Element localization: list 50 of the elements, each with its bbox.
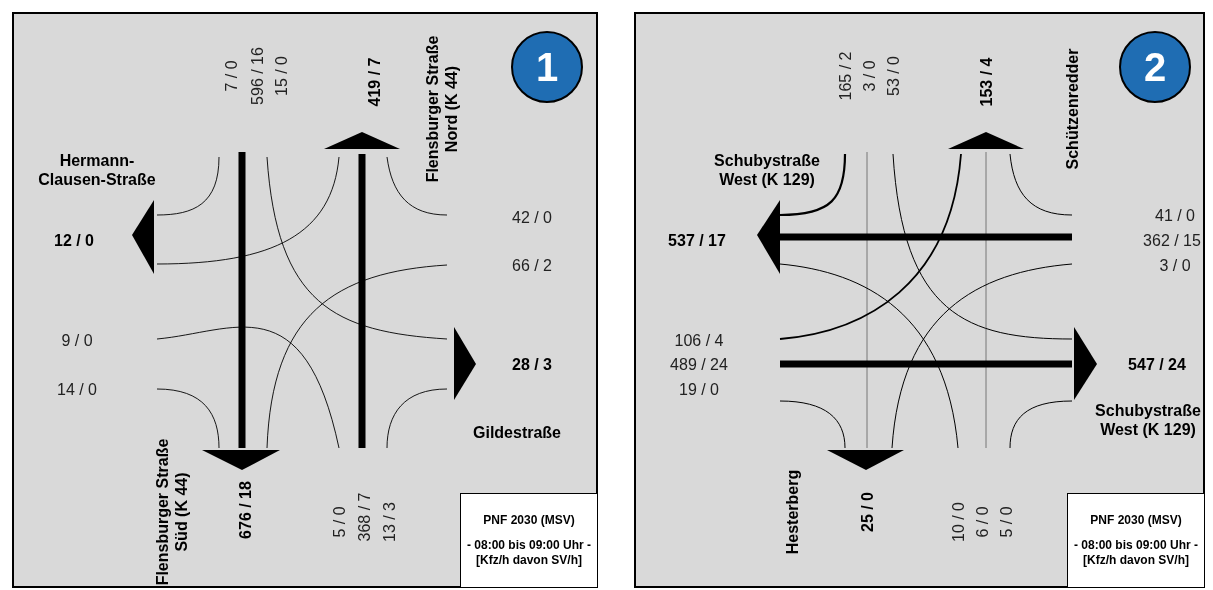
- traffic-volume: 9 / 0: [61, 330, 93, 350]
- street-name: Schützenredder: [1062, 48, 1082, 170]
- traffic-volume: 13 / 3: [379, 502, 399, 542]
- traffic-volume: 10 / 0: [948, 502, 968, 542]
- traffic-volume: 165 / 2: [835, 51, 855, 101]
- traffic-volume: 596 / 16: [247, 47, 267, 105]
- traffic-volume: 489 / 24: [670, 354, 728, 374]
- traffic-volume: 41 / 0: [1155, 205, 1195, 225]
- traffic-volume: 6 / 0: [972, 506, 992, 538]
- street-name: Gildestraße: [473, 422, 561, 442]
- info-box: [460, 493, 598, 588]
- traffic-volume: 676 / 18: [235, 481, 255, 539]
- diagram-panel: [12, 12, 598, 588]
- traffic-volume: 5 / 0: [996, 506, 1016, 538]
- street-name: Schubystraße West (K 129): [713, 151, 821, 189]
- unit-text: [Kfz/h davon SV/h]: [476, 553, 582, 568]
- traffic-volume: 19 / 0: [679, 379, 719, 399]
- traffic-volume: 28 / 3: [512, 354, 552, 374]
- time-range-text: - 08:00 bis 09:00 Uhr -: [1073, 538, 1199, 553]
- traffic-volume: 153 / 4: [976, 57, 996, 107]
- diagram-panel: [634, 12, 1205, 588]
- street-name: Hesterberg: [782, 469, 802, 555]
- traffic-volume: 42 / 0: [512, 207, 552, 227]
- traffic-volume: 537 / 17: [668, 230, 726, 250]
- traffic-volume: 7 / 0: [221, 60, 241, 92]
- number-badge: 2: [1119, 31, 1191, 103]
- traffic-volume: 53 / 0: [883, 56, 903, 96]
- traffic-volume: 419 / 7: [364, 57, 384, 107]
- traffic-volume: 3 / 0: [859, 60, 879, 92]
- traffic-volume: 5 / 0: [329, 506, 349, 538]
- traffic-volume: 14 / 0: [57, 379, 97, 399]
- traffic-volume: 547 / 24: [1128, 354, 1186, 374]
- info-box: [1067, 493, 1205, 588]
- time-range-text: - 08:00 bis 09:00 Uhr -: [466, 538, 592, 553]
- street-name: Flensburger Straße Süd (K 44): [153, 437, 191, 588]
- street-name: Schubystraße West (K 129): [1094, 401, 1202, 439]
- traffic-volume: 3 / 0: [1159, 255, 1191, 275]
- traffic-volume: 12 / 0: [54, 230, 94, 250]
- street-name: Hermann-Clausen-Straße: [37, 151, 157, 189]
- number-badge: 1: [511, 31, 583, 103]
- info-title: PNF 2030 (MSV): [1090, 513, 1182, 528]
- traffic-volume: 106 / 4: [674, 330, 724, 350]
- street-name: Flensburger Straße Nord (K 44): [423, 34, 461, 185]
- traffic-volume: 25 / 0: [857, 492, 877, 532]
- traffic-volume: 15 / 0: [271, 56, 291, 96]
- info-title: PNF 2030 (MSV): [483, 513, 575, 528]
- unit-text: [Kfz/h davon SV/h]: [1083, 553, 1189, 568]
- traffic-volume: 368 / 7: [354, 492, 374, 542]
- traffic-volume: 362 / 15: [1143, 230, 1201, 250]
- traffic-volume: 66 / 2: [512, 255, 552, 275]
